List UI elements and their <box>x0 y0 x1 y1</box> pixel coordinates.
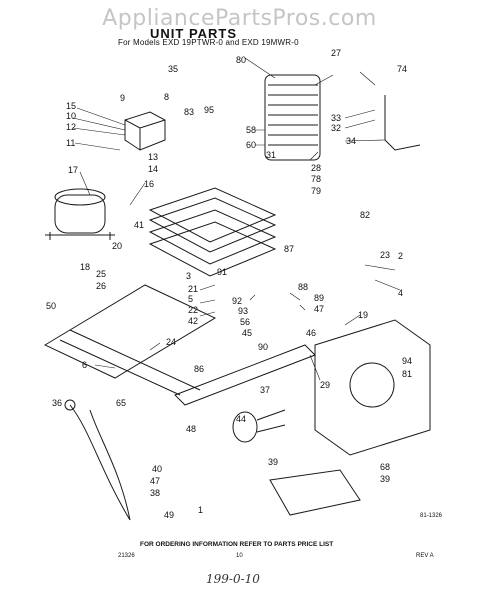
evaporator-coil-illustration <box>264 74 321 161</box>
callout-label: 5 <box>188 294 193 304</box>
watermark-text: AppliancePartsPros.com <box>102 6 377 31</box>
callout-label: 24 <box>166 337 176 347</box>
revision-label: REV A <box>416 553 434 559</box>
callout-label: 90 <box>258 342 268 352</box>
callout-label: 92 <box>232 296 242 306</box>
callout-label: 95 <box>204 105 214 115</box>
callout-label: 3 <box>186 271 191 281</box>
callout-label: 83 <box>184 107 194 117</box>
callout-label: 8 <box>164 92 169 102</box>
callout-label: 10 <box>66 111 76 121</box>
callout-label: 88 <box>298 282 308 292</box>
fan-motor-illustration <box>232 409 286 443</box>
drier-tube-illustration <box>384 95 421 151</box>
callout-label: 68 <box>380 462 390 472</box>
drain-pan-illustration <box>269 469 361 516</box>
page-number: 10 <box>236 553 243 559</box>
callout-label: 26 <box>96 281 106 291</box>
callout-label: 47 <box>314 304 324 314</box>
callout-label: 81 <box>402 369 412 379</box>
callout-label: 93 <box>238 306 248 316</box>
callout-label: 78 <box>311 174 321 184</box>
callout-label: 11 <box>66 138 75 148</box>
callout-label: 74 <box>397 64 407 74</box>
callout-label: 47 <box>150 476 160 486</box>
callout-label: 15 <box>66 101 76 111</box>
power-cord-illustration <box>64 399 131 521</box>
callout-label: 44 <box>236 414 246 424</box>
callout-label: 13 <box>148 152 158 162</box>
callout-label: 22 <box>188 305 198 315</box>
callout-label: 32 <box>331 123 341 133</box>
diagram-subtitle: For Models EXD 19PTWR-0 and EXD 19MWR-0 <box>118 38 299 47</box>
callout-label: 38 <box>150 488 160 498</box>
diagram-title: UNIT PARTS <box>150 26 238 41</box>
callout-label: 79 <box>311 186 321 196</box>
callout-label: 80 <box>236 55 246 65</box>
callout-label: 50 <box>46 301 56 311</box>
callout-label: 94 <box>402 356 412 366</box>
callout-label: 19 <box>358 310 368 320</box>
condenser-coil-illustration <box>148 187 277 277</box>
callout-label: 12 <box>66 122 76 132</box>
callout-label: 86 <box>194 364 204 374</box>
callout-label: 9 <box>120 93 125 103</box>
callout-label: 36 <box>52 398 62 408</box>
compressor-illustration <box>45 188 115 240</box>
callout-label: 34 <box>346 136 356 146</box>
callout-label: 39 <box>380 474 390 484</box>
callout-label: 18 <box>80 262 90 272</box>
callout-label: 65 <box>116 398 126 408</box>
callout-label: 2 <box>398 251 403 261</box>
callout-label: 33 <box>331 113 341 123</box>
callout-label: 56 <box>240 317 250 327</box>
callout-label: 42 <box>188 316 198 326</box>
callout-numbers: 35 80 27 74 15 10 12 11 13 14 9 8 83 95 … <box>46 48 412 520</box>
fan-bracket-illustration <box>314 319 431 456</box>
leader-lines <box>72 57 401 381</box>
callout-label: 23 <box>380 250 390 260</box>
callout-label: 49 <box>164 510 174 520</box>
callout-label: 20 <box>112 241 122 251</box>
callout-label: 31 <box>266 150 276 160</box>
callout-label: 82 <box>360 210 370 220</box>
callout-label: 14 <box>148 164 158 174</box>
callout-label: 29 <box>320 380 330 390</box>
callout-label: 89 <box>314 293 324 303</box>
callout-label: 87 <box>284 244 294 254</box>
callout-label: 35 <box>168 64 178 74</box>
callout-label: 91 <box>217 267 227 277</box>
handwritten-note: 199-0-10 <box>206 572 260 586</box>
callout-label: 21 <box>188 284 198 294</box>
callout-label: 16 <box>144 179 154 189</box>
callout-label: 39 <box>268 457 278 467</box>
callout-label: 46 <box>306 328 316 338</box>
callout-label: 4 <box>398 288 403 298</box>
callout-label: 48 <box>186 424 196 434</box>
callout-label: 58 <box>246 125 256 135</box>
callout-label: 28 <box>311 163 321 173</box>
callout-label: 17 <box>68 165 78 175</box>
callout-label: 40 <box>152 464 162 474</box>
callout-label: 1 <box>198 505 203 515</box>
callout-label: 41 <box>134 220 144 230</box>
callout-label: 27 <box>331 48 341 58</box>
unit-base-frame-illustration <box>43 284 316 406</box>
callout-label: 37 <box>260 385 270 395</box>
callout-label: 45 <box>242 328 252 338</box>
callout-label: 6 <box>82 360 87 370</box>
bottom-left-code: 21326 <box>118 553 135 559</box>
callout-label: 25 <box>96 269 106 279</box>
ordering-info-footer: FOR ORDERING INFORMATION REFER TO PARTS … <box>140 541 334 548</box>
relay-box-illustration <box>124 111 166 151</box>
diagram-code: 81-1326 <box>420 513 443 519</box>
callout-label: 60 <box>246 140 256 150</box>
